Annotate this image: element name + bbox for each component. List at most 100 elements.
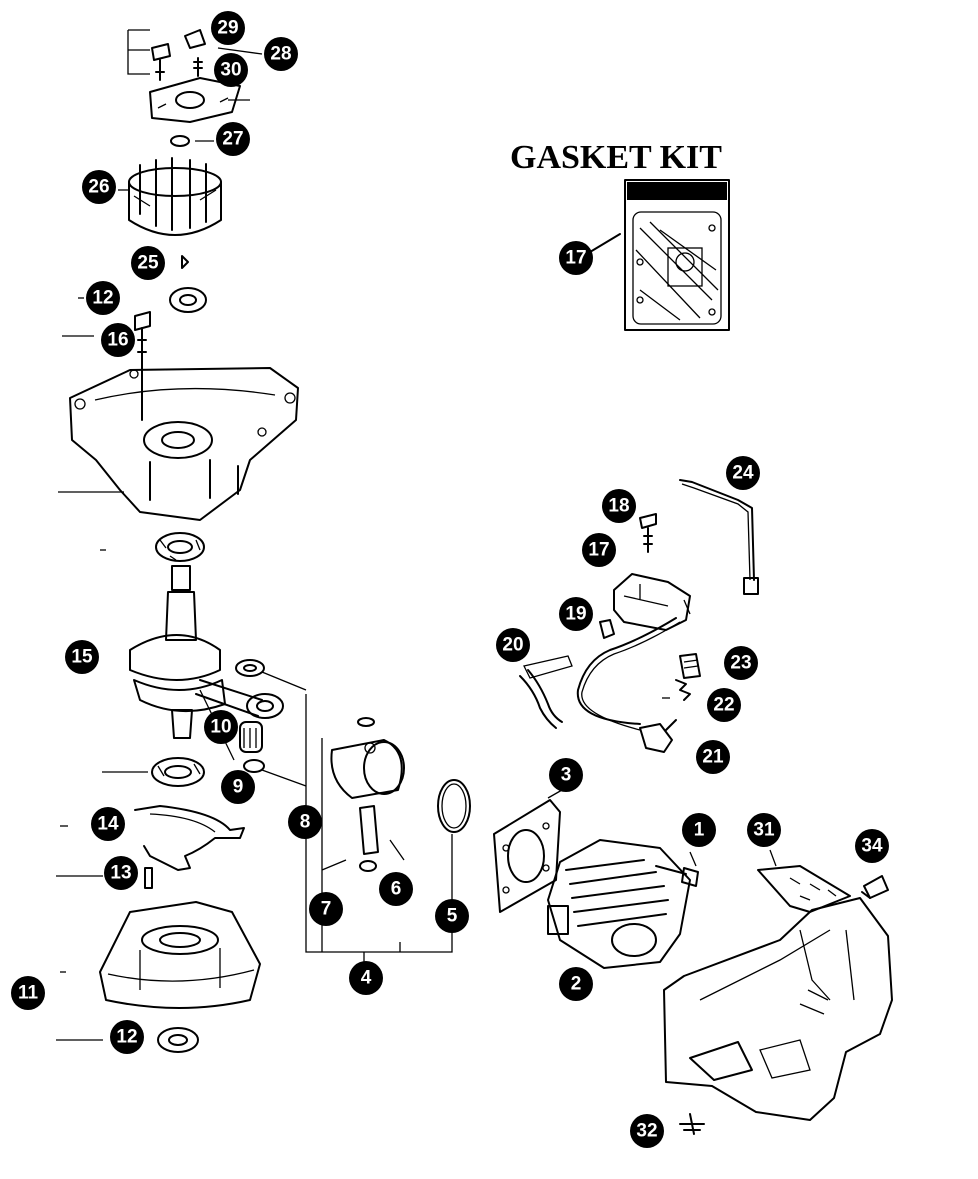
callout-6: 6 — [379, 872, 413, 906]
svg-text:23: 23 — [730, 653, 751, 674]
gasket-kit-package — [624, 179, 730, 331]
svg-text:9: 9 — [233, 777, 244, 798]
cylinder-2 — [547, 839, 691, 969]
callout-20: 19 — [559, 597, 593, 631]
svg-text:12: 12 — [116, 1027, 137, 1048]
svg-text:26: 26 — [88, 177, 109, 198]
svg-text:21: 21 — [702, 747, 724, 768]
svg-text:32: 32 — [636, 1121, 657, 1142]
callout-4: 4 — [349, 961, 383, 995]
callout-8: 8 — [288, 805, 322, 839]
callout-31: 30 — [214, 53, 248, 87]
washer-28 — [170, 135, 214, 147]
callout-15: 15 — [65, 640, 99, 674]
bolt-1 — [655, 851, 699, 887]
callout-11: 11 — [11, 976, 45, 1010]
callout-22: 21 — [696, 740, 730, 774]
callout-27: 26 — [82, 170, 116, 204]
svg-text:15: 15 — [71, 647, 93, 668]
svg-text:6: 6 — [391, 879, 402, 900]
svg-text:4: 4 — [361, 968, 372, 989]
callout-29: 28 — [264, 37, 298, 71]
svg-text:13: 13 — [110, 863, 131, 884]
svg-text:17: 17 — [588, 540, 609, 561]
retainer-bracket-14 — [60, 805, 245, 871]
svg-text:34: 34 — [861, 836, 883, 857]
washer-9 — [243, 759, 307, 787]
svg-text:1: 1 — [694, 820, 705, 841]
pin-13 — [56, 867, 153, 889]
svg-text:10: 10 — [210, 717, 231, 738]
callout-18: 17 — [582, 533, 616, 567]
svg-text:29: 29 — [217, 18, 238, 39]
svg-text:27: 27 — [222, 129, 243, 150]
svg-text:8: 8 — [300, 812, 311, 833]
flywheel — [118, 157, 222, 236]
bolt-33 — [679, 1113, 705, 1135]
callout-28: 27 — [216, 122, 250, 156]
bearing-lower — [102, 757, 205, 787]
callout-32: 31 — [747, 813, 781, 847]
key-26 — [181, 255, 189, 269]
callout-7: 7 — [309, 892, 343, 926]
svg-text:20: 20 — [502, 635, 523, 656]
plug-wire — [576, 617, 681, 731]
svg-text:7: 7 — [321, 899, 332, 920]
svg-text:2: 2 — [571, 974, 582, 995]
ignition-coil-18 — [613, 573, 691, 631]
bolt-16 — [62, 311, 151, 421]
spring-23 — [662, 679, 691, 701]
callout-3: 3 — [549, 758, 583, 792]
callout-2: 2 — [559, 967, 593, 1001]
crankcase-lower — [60, 901, 261, 1009]
needle-bearing-10 — [239, 721, 263, 753]
clip-20 — [599, 619, 615, 639]
callout-10: 10 — [204, 710, 238, 744]
shroud-plate-32 — [757, 849, 851, 913]
svg-text:11: 11 — [18, 983, 39, 1004]
svg-text:16: 16 — [107, 330, 128, 351]
crankcase-upper — [58, 367, 299, 521]
svg-text:30: 30 — [220, 60, 241, 81]
callout-12-upper: 12 — [86, 281, 120, 315]
svg-text:28: 28 — [270, 44, 291, 65]
gasket-kit: GASKET KIT — [510, 139, 730, 331]
svg-text:5: 5 — [447, 906, 458, 927]
svg-text:24: 24 — [732, 463, 754, 484]
svg-text:18: 18 — [608, 496, 629, 517]
oil-seal-upper — [78, 287, 207, 313]
svg-text:14: 14 — [97, 814, 119, 835]
callout-34: 34 — [855, 829, 889, 863]
svg-text:25: 25 — [137, 253, 159, 274]
spark-plug-cap-22 — [639, 719, 677, 753]
callout-21: 20 — [496, 628, 530, 662]
callout-14: 14 — [91, 807, 125, 841]
callout-9: 9 — [221, 770, 255, 804]
oil-seal-lower — [56, 1027, 199, 1053]
crankshaft — [129, 565, 284, 761]
terminal-24 — [679, 653, 701, 679]
cylinder-gasket-3 — [493, 789, 563, 913]
bearing-upper — [100, 532, 205, 562]
callout-25: 24 — [726, 456, 760, 490]
fan-housing-cap — [149, 77, 241, 123]
svg-text:22: 22 — [713, 695, 734, 716]
svg-text:3: 3 — [561, 765, 572, 786]
washer-8 — [235, 659, 307, 691]
bolt-19 — [639, 513, 657, 553]
callout-16: 16 — [101, 323, 135, 357]
callout-26: 25 — [131, 246, 165, 280]
gasket-kit-title: GASKET KIT — [510, 139, 722, 176]
tube-21 — [519, 655, 573, 729]
callout-23: 22 — [707, 688, 741, 722]
stop-wire-25 — [679, 479, 759, 595]
leader-17 — [589, 233, 621, 253]
engine-cover — [663, 897, 893, 1121]
callout-30: 29 — [211, 11, 245, 45]
callout-12-lower: 12 — [110, 1020, 144, 1054]
bolt-34 — [861, 875, 889, 899]
callout-5: 5 — [435, 899, 469, 933]
piston-assembly — [305, 694, 471, 966]
callout-1: 1 — [682, 813, 716, 847]
